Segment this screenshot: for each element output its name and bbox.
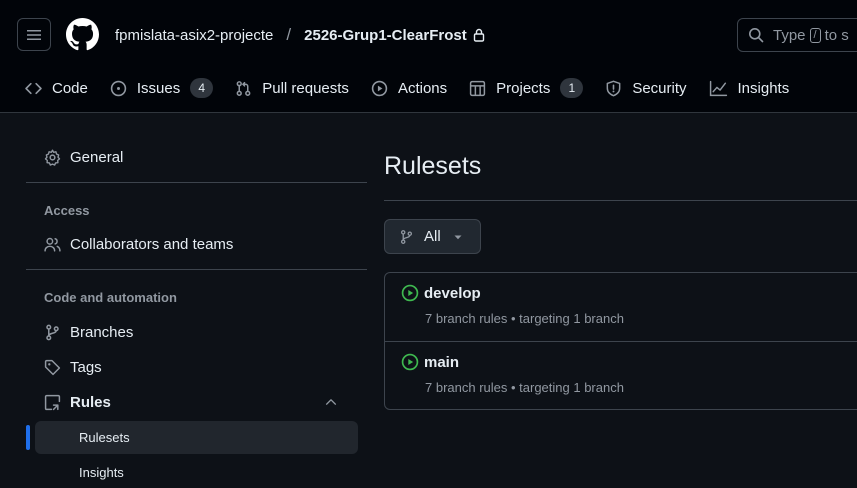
active-status-icon	[401, 284, 419, 302]
chevron-up-icon[interactable]	[324, 395, 338, 409]
sidebar-item-collaborators-label: Collaborators and teams	[70, 235, 234, 253]
breadcrumb: fpmislata-asix2-projecte / 2526-Grup1-Cl…	[115, 25, 485, 45]
tab-projects[interactable]: Projects 1	[469, 78, 584, 98]
target-filter-dropdown[interactable]: All	[384, 219, 481, 254]
menu-button[interactable]	[17, 18, 51, 51]
ruleset-meta: 7 branch rules • targeting 1 branch	[425, 380, 624, 395]
tab-code-label: Code	[52, 79, 88, 97]
sidebar-item-tags-label: Tags	[70, 358, 102, 376]
sidebar-subitem-rulesets[interactable]: Rulesets	[35, 421, 358, 454]
tab-security[interactable]: Security	[605, 79, 687, 97]
graph-icon	[709, 80, 727, 96]
tab-pull-requests-label: Pull requests	[262, 79, 349, 97]
active-indicator	[26, 425, 30, 450]
app-header: fpmislata-asix2-projecte / 2526-Grup1-Cl…	[0, 0, 857, 113]
search-suffix: to s	[824, 26, 849, 44]
issues-count-badge: 4	[190, 78, 214, 98]
sidebar-item-collaborators[interactable]: Collaborators and teams	[26, 227, 367, 261]
ruleset-meta: 7 branch rules • targeting 1 branch	[425, 311, 624, 326]
ruleset-name[interactable]: main	[424, 353, 460, 371]
sidebar-item-tags[interactable]: Tags	[26, 350, 367, 384]
search-icon	[749, 28, 764, 43]
main-content: Rulesets All develop 7 branch rules • ta…	[384, 113, 857, 410]
hamburger-icon	[27, 29, 41, 40]
sidebar-heading-code-automation: Code and automation	[44, 289, 177, 305]
caret-down-icon	[454, 235, 462, 239]
sidebar-item-rules-label: Rules	[70, 393, 111, 411]
branch-icon	[400, 229, 413, 244]
rules-icon	[44, 394, 61, 410]
active-status-icon	[401, 353, 419, 371]
lock-icon	[473, 28, 485, 42]
search-shortcut-key: /	[809, 27, 821, 43]
issue-icon	[110, 80, 127, 96]
tab-pull-requests[interactable]: Pull requests	[235, 80, 349, 97]
tab-projects-label: Projects	[496, 79, 551, 97]
table-icon	[469, 80, 486, 96]
tab-actions[interactable]: Actions	[371, 80, 447, 97]
projects-count-badge: 1	[560, 78, 584, 98]
sidebar-divider	[26, 182, 367, 183]
breadcrumb-separator: /	[286, 25, 292, 44]
settings-sidebar: General Access Collaborators and teams C…	[26, 113, 367, 488]
play-icon	[371, 80, 388, 96]
code-icon	[25, 82, 42, 94]
tab-issues[interactable]: Issues 4	[110, 78, 214, 98]
shield-icon	[606, 80, 621, 96]
rulesets-list: develop 7 branch rules • targeting 1 bra…	[384, 272, 857, 410]
list-item[interactable]: main 7 branch rules • targeting 1 branch	[385, 341, 857, 409]
filter-label: All	[424, 228, 441, 245]
sidebar-subitem-rulesets-wrap: Rulesets	[26, 421, 367, 454]
github-logo-icon[interactable]	[66, 18, 99, 51]
branch-icon	[46, 324, 59, 340]
tab-insights-label: Insights	[737, 79, 790, 97]
sidebar-divider	[26, 269, 367, 270]
tab-code[interactable]: Code	[25, 80, 88, 97]
title-divider	[384, 200, 857, 201]
tab-actions-label: Actions	[397, 79, 448, 97]
search-prefix: Type	[773, 26, 806, 44]
tab-issues-label: Issues	[136, 79, 181, 97]
page-title: Rulesets	[384, 152, 482, 180]
sidebar-item-branches[interactable]: Branches	[26, 315, 367, 349]
tag-icon	[44, 359, 61, 375]
search-input[interactable]: Type / to s	[737, 18, 857, 52]
repo-tabs: Code Issues 4 Pull requests Actions Proj…	[0, 73, 811, 103]
sidebar-item-general-label: General	[70, 148, 124, 166]
breadcrumb-owner[interactable]: fpmislata-asix2-projecte	[115, 26, 274, 44]
sidebar-subitem-insights[interactable]: Insights	[79, 465, 124, 480]
sidebar-item-general[interactable]: General	[26, 140, 367, 174]
pull-request-icon	[236, 80, 251, 96]
tab-insights[interactable]: Insights	[709, 79, 790, 97]
people-icon	[44, 237, 61, 252]
tab-security-label: Security	[632, 79, 687, 97]
sidebar-heading-access: Access	[44, 202, 90, 218]
ruleset-name[interactable]: develop	[424, 284, 481, 302]
breadcrumb-repo[interactable]: 2526-Grup1-ClearFrost	[304, 26, 467, 44]
sidebar-item-branches-label: Branches	[70, 323, 134, 341]
sidebar-item-rules[interactable]: Rules	[26, 385, 367, 419]
list-item[interactable]: develop 7 branch rules • targeting 1 bra…	[385, 273, 857, 341]
gear-icon	[44, 149, 61, 166]
